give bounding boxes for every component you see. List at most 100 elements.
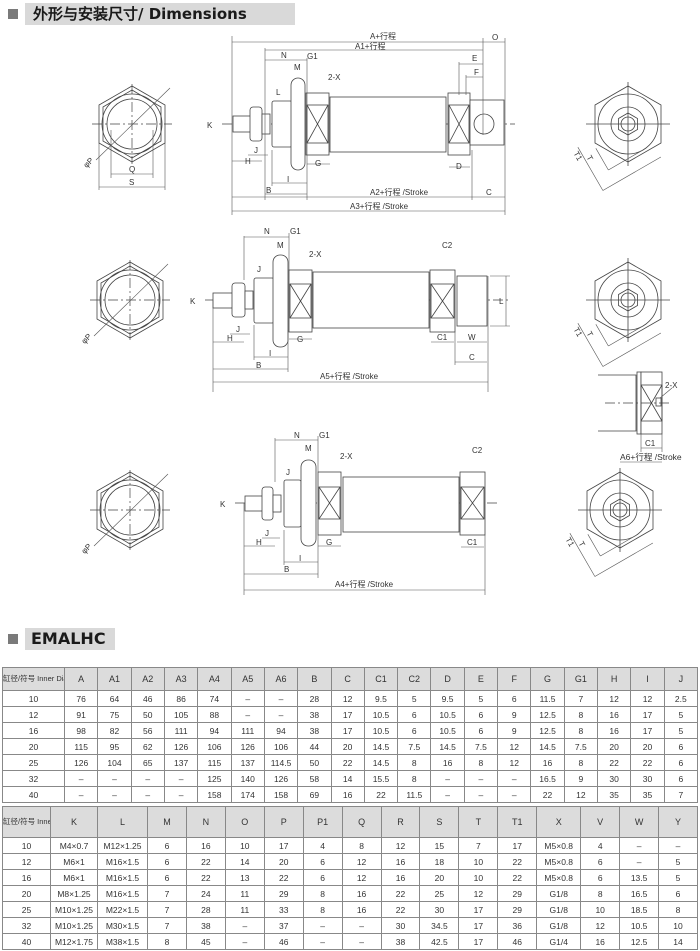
table-cell: 7 bbox=[663, 786, 699, 803]
table-cell: 38 bbox=[297, 706, 332, 723]
right-view-3: T T1 bbox=[564, 467, 663, 577]
table-cell: 12 bbox=[2, 853, 51, 870]
label-l: L bbox=[499, 297, 504, 306]
table-cell: 12 bbox=[330, 690, 365, 707]
label-a3-stroke: A3+行程 /Stroke bbox=[350, 201, 409, 211]
front-view-1: φP Q S bbox=[82, 83, 173, 190]
table-cell: 6 bbox=[302, 869, 343, 886]
table-cell: 17 bbox=[458, 933, 499, 950]
table-cell: 12 bbox=[497, 738, 532, 755]
table-cell: 17 bbox=[330, 706, 365, 723]
table-cell: 14.5 bbox=[363, 738, 399, 755]
table-cell: 10.5 bbox=[619, 917, 660, 934]
header-a5: A5 bbox=[230, 667, 265, 691]
table-cell: 9 bbox=[497, 722, 532, 739]
table-cell: 74 bbox=[197, 690, 232, 707]
table-cell: 14.5 bbox=[530, 738, 565, 755]
table-cell: M6×1 bbox=[50, 869, 98, 886]
table-cell: 6 bbox=[658, 885, 698, 902]
table-cell: 22 bbox=[185, 869, 226, 886]
table-cell: M6×1 bbox=[50, 853, 98, 870]
label-b: B bbox=[256, 361, 261, 370]
dimension-drawings: φP Q S bbox=[80, 31, 682, 595]
table-cell: 88 bbox=[197, 706, 232, 723]
table-cell: 8 bbox=[580, 885, 621, 902]
label-n: N bbox=[264, 227, 270, 236]
table-cell: 40 bbox=[2, 933, 51, 950]
table-cell: – bbox=[263, 706, 299, 723]
table-cell: 7.5 bbox=[463, 738, 499, 755]
table-cell: 126 bbox=[163, 738, 199, 755]
header-c2: C2 bbox=[397, 667, 432, 691]
table-cell: 10 bbox=[658, 917, 698, 934]
table-cell: M12×1.25 bbox=[97, 837, 148, 854]
table-cell: 37 bbox=[263, 917, 304, 934]
table-cell: 18 bbox=[419, 853, 460, 870]
table-cell: M16×1.5 bbox=[97, 853, 148, 870]
label-a4-stroke: A4+行程 /Stroke bbox=[335, 579, 394, 589]
table-cell: M30×1.5 bbox=[97, 917, 148, 934]
header-a1: A1 bbox=[97, 667, 132, 691]
table-cell: 11.5 bbox=[530, 690, 565, 707]
table-cell: M8×1.25 bbox=[50, 885, 98, 902]
table-cell: 16 bbox=[2, 869, 51, 886]
table-cell: 6 bbox=[580, 853, 621, 870]
table-cell: 40 bbox=[2, 786, 65, 803]
table-cell: 56 bbox=[130, 722, 165, 739]
table-cell: 30 bbox=[630, 770, 665, 787]
table-cell: 35 bbox=[630, 786, 665, 803]
label-s: S bbox=[129, 178, 134, 187]
table-cell: 9 bbox=[563, 770, 599, 787]
table-cell: 105 bbox=[163, 706, 199, 723]
table-cell: 158 bbox=[197, 786, 232, 803]
label-n: N bbox=[281, 51, 287, 60]
table-cell: 98 bbox=[63, 722, 99, 739]
label-phi-p: φP bbox=[80, 542, 94, 556]
table-cell: 22 bbox=[380, 901, 421, 918]
table-cell: 13.5 bbox=[619, 869, 660, 886]
header-s: S bbox=[419, 806, 460, 838]
label-a6-stroke: A6+行程 /Stroke bbox=[620, 452, 682, 462]
table-cell: M38×1.5 bbox=[97, 933, 148, 950]
table-cell: 7 bbox=[563, 690, 599, 707]
table-cell: – bbox=[430, 786, 465, 803]
table-cell: – bbox=[130, 786, 165, 803]
table-cell: 13 bbox=[224, 869, 265, 886]
table-cell: 33 bbox=[263, 901, 304, 918]
table-cell: 20 bbox=[2, 738, 65, 755]
table-cell: M16×1.5 bbox=[97, 869, 148, 886]
header-c1: C1 bbox=[363, 667, 399, 691]
table-cell: 95 bbox=[97, 738, 132, 755]
label-t1: T1 bbox=[572, 326, 585, 339]
header-l: L bbox=[97, 806, 148, 838]
table-cell: 6 bbox=[463, 722, 499, 739]
label-h: H bbox=[227, 334, 233, 343]
front-view-3: φP bbox=[80, 469, 171, 556]
header-a3: A3 bbox=[163, 667, 199, 691]
table-cell: 16 bbox=[530, 754, 565, 771]
table-cell: – bbox=[97, 786, 132, 803]
table-cell: 16 bbox=[596, 706, 632, 723]
table-cell: 6 bbox=[497, 690, 532, 707]
table-cell: 11 bbox=[224, 885, 265, 902]
header-v: V bbox=[580, 806, 621, 838]
label-g1: G1 bbox=[290, 227, 301, 236]
table-cell: 2.5 bbox=[663, 690, 699, 707]
right-view-1: T T1 bbox=[572, 81, 671, 191]
label-2x: 2-X bbox=[328, 73, 341, 82]
table-cell: 10.5 bbox=[363, 722, 399, 739]
table-cell: 7 bbox=[147, 885, 187, 902]
table-cell: – bbox=[224, 933, 265, 950]
table-cell: 12.5 bbox=[530, 706, 565, 723]
table-cell: 30 bbox=[380, 917, 421, 934]
table-cell: 29 bbox=[497, 885, 538, 902]
table-cell: 6 bbox=[463, 706, 499, 723]
table-cell: 42.5 bbox=[419, 933, 460, 950]
label-j-upper: J bbox=[257, 265, 261, 274]
label-m: M bbox=[277, 241, 284, 250]
table-cell: 16.5 bbox=[530, 770, 565, 787]
table-cell: 8 bbox=[463, 754, 499, 771]
table-cell: 104 bbox=[97, 754, 132, 771]
table-cell: 20 bbox=[630, 738, 665, 755]
